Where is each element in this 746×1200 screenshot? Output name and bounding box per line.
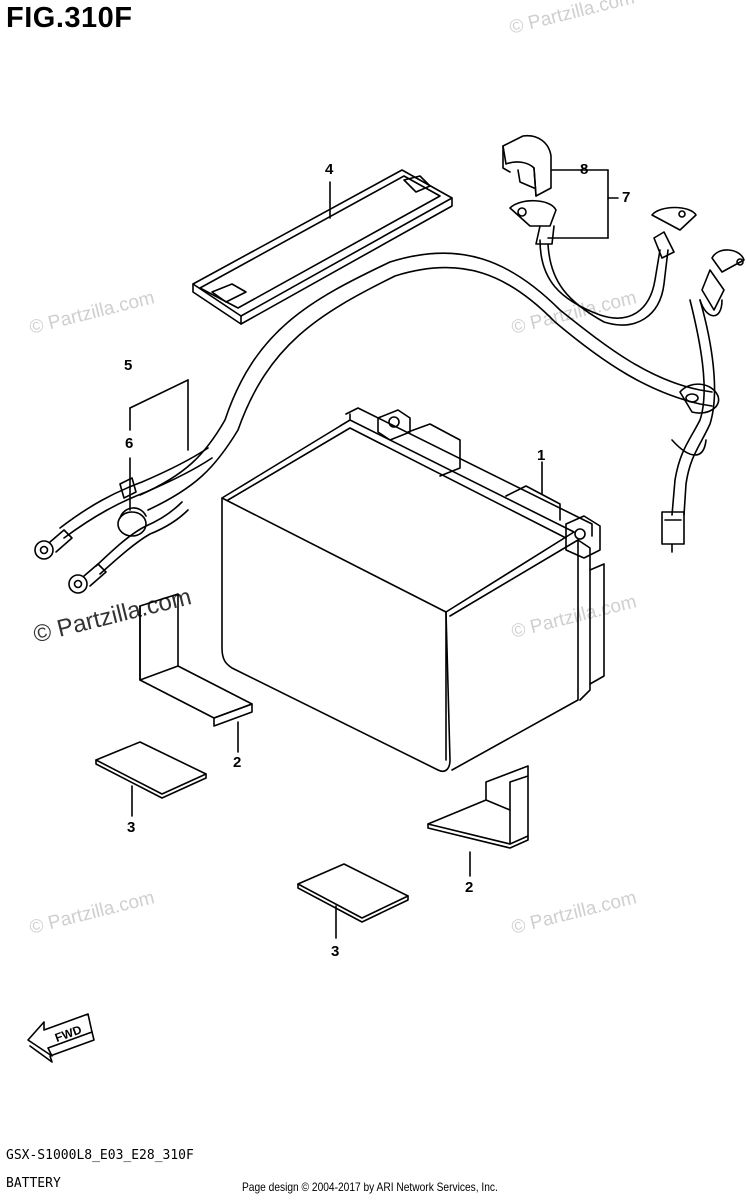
callout-3: 3: [331, 943, 340, 960]
callout-6: 6: [125, 435, 134, 452]
figure-code: GSX-S1000L8_E03_E28_310F: [6, 1148, 194, 1163]
fwd-arrow-icon: FWD: [27, 1013, 95, 1063]
main-wire-harness[interactable]: [34, 252, 713, 594]
battery-pad-right[interactable]: [297, 863, 409, 923]
figure-title: FIG.310F: [6, 2, 133, 34]
callout-1: 1: [537, 447, 546, 464]
battery-pad-left[interactable]: [95, 741, 207, 799]
copyright-notice: Page design © 2004-2017 by ARI Network S…: [242, 1180, 498, 1194]
terminal-leads[interactable]: [539, 206, 745, 553]
battery[interactable]: [221, 407, 605, 773]
terminal-eyelet[interactable]: [509, 199, 557, 245]
callout-2: 2: [465, 879, 474, 896]
battery-bracket-left[interactable]: [139, 593, 253, 727]
leader-5: [129, 379, 189, 409]
callout-4: 4: [325, 161, 334, 178]
callout-7: 7: [622, 189, 631, 206]
callout-2: 2: [233, 754, 242, 771]
figure-name: BATTERY: [6, 1176, 61, 1191]
battery-strap[interactable]: [192, 169, 453, 325]
terminal-cover[interactable]: [502, 134, 552, 197]
callout-5: 5: [124, 357, 133, 374]
callout-8: 8: [580, 161, 589, 178]
battery-bracket-right[interactable]: [427, 765, 529, 849]
callout-3: 3: [127, 819, 136, 836]
